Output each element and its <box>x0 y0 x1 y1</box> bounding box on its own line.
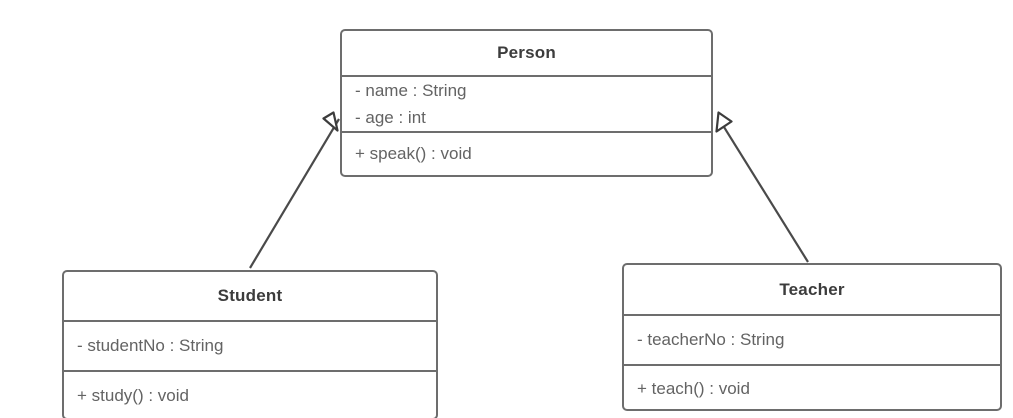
attributes-compartment-teacher: - teacherNo : String <box>624 314 1000 364</box>
operations-compartment-teacher: + teach() : void <box>624 364 1000 409</box>
generalization-teacher-to-person <box>715 111 809 263</box>
generalization-line-teacher <box>718 118 809 263</box>
attribute-item: - teacherNo : String <box>637 330 785 349</box>
attribute-item: - studentNo : String <box>77 336 224 355</box>
operations-compartment-student: + study() : void <box>64 370 436 418</box>
class-name-person: Person <box>497 43 556 62</box>
class-box-person[interactable]: Person - name : String - age : int + spe… <box>340 29 713 177</box>
hollow-triangle-arrowhead-student <box>322 111 339 132</box>
attribute-item: - name : String <box>355 81 467 100</box>
operation-item: + speak() : void <box>355 144 472 163</box>
operations-compartment-person: + speak() : void <box>342 131 711 175</box>
generalization-student-to-person <box>249 111 340 269</box>
attributes-compartment-person: - name : String - age : int <box>342 75 711 131</box>
class-name-teacher: Teacher <box>779 279 845 299</box>
generalization-line-student <box>249 118 340 269</box>
class-box-student[interactable]: Student - studentNo : String + study() :… <box>62 270 438 418</box>
class-name-student: Student <box>217 286 283 305</box>
attribute-item: - age : int <box>355 108 426 127</box>
class-box-teacher[interactable]: Teacher - teacherNo : String + teach() :… <box>622 263 1002 411</box>
operation-item: + teach() : void <box>637 378 750 398</box>
hollow-triangle-arrowhead-teacher <box>715 111 733 133</box>
operation-item: + study() : void <box>77 386 189 405</box>
attributes-compartment-student: - studentNo : String <box>64 320 436 370</box>
